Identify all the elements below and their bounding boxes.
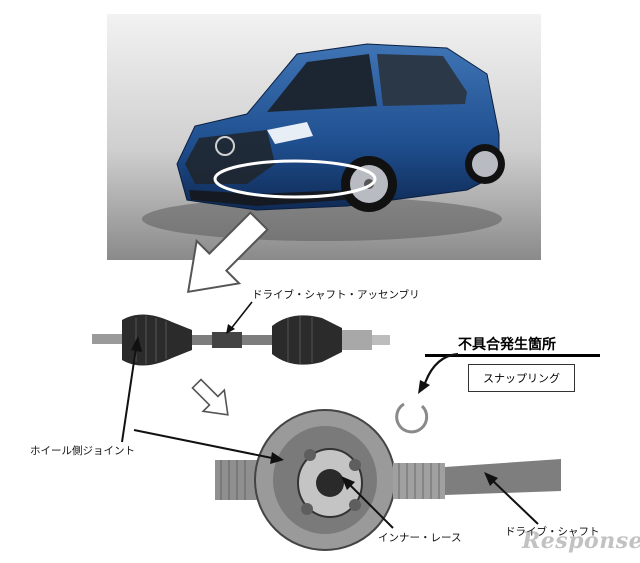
inner-race-arrow-icon bbox=[335, 472, 405, 534]
snap-ring-arrow-icon bbox=[412, 350, 462, 396]
wheel-joint-leader-arrows-icon bbox=[100, 330, 300, 470]
inner-race-label: インナー・レース bbox=[378, 533, 461, 544]
drive-shaft-arrow-icon bbox=[478, 470, 548, 530]
assembly-label: ドライブ・シャフト・アッセンブリ bbox=[252, 290, 420, 301]
defect-location-title: 不具合発生箇所 bbox=[458, 334, 556, 354]
snap-ring-label: スナップリング bbox=[468, 364, 575, 392]
watermark: Response. bbox=[522, 528, 640, 554]
